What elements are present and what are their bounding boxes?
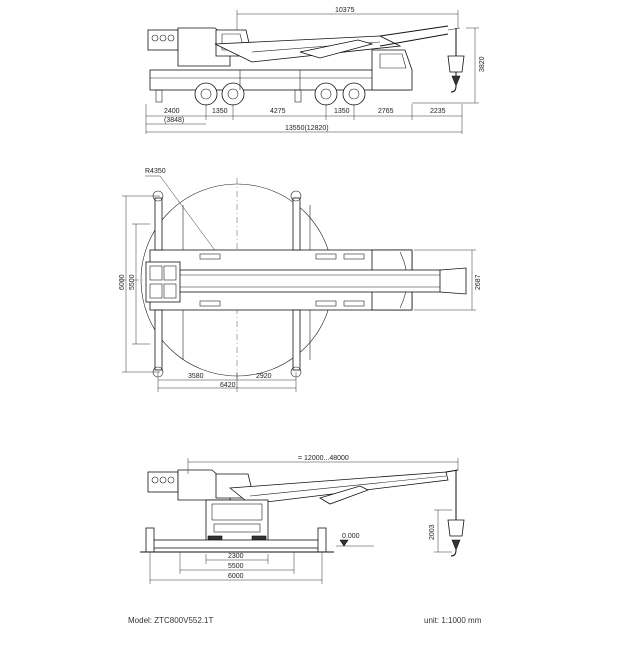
model-label: Model: ZTC800V552.1T (128, 616, 214, 625)
outrigger-jack-rear (155, 89, 163, 103)
front-outrigger-right (317, 527, 327, 553)
plan-boom (149, 269, 463, 293)
front-hook-block (447, 519, 465, 537)
front-dim-hook: 2003 (429, 524, 436, 540)
plan-dim-outer: 6000 (119, 274, 126, 290)
front-boom-lift-cylinder (319, 485, 370, 505)
dim-ticks-row1 (145, 104, 463, 134)
front-boom (228, 471, 449, 505)
front-dim-base-c: 6000 (228, 573, 244, 580)
outrigger-beams (152, 190, 311, 378)
radius-label: R4350 (145, 168, 166, 175)
dim-row1-c: 4275 (270, 108, 286, 115)
plan-boom-head (439, 267, 467, 295)
carrier-cab (371, 49, 413, 91)
dim-row1-a: 2400 (164, 108, 180, 115)
chassis-frame (149, 69, 411, 91)
dim-row1-b: 1350 (212, 108, 228, 115)
front-dim-boom: = 12000...48000 (298, 455, 349, 462)
dim-top-label: 10375 (335, 7, 355, 14)
dim-total-label: 13550(12820) (285, 125, 329, 132)
boom-section (299, 39, 374, 59)
dim-height-label: 3820 (479, 56, 486, 72)
ground-level-label: 0.000 (342, 533, 360, 540)
plan-dim-bottom-total: 6420 (220, 382, 236, 389)
plan-dim-bottom-left: 3580 (188, 373, 204, 380)
plan-view: R4350 (119, 168, 482, 392)
front-view: = 12000...48000 2003 0.000 2300 5500 600… (140, 455, 465, 584)
plan-dim-inner: 5500 (129, 274, 136, 290)
side-view: 10375 3820 2400 1350 4275 1350 2765 2235… (145, 7, 486, 134)
front-dim-base-a: 2300 (228, 553, 244, 560)
hook-block (447, 55, 465, 73)
outrigger-jack-front (294, 89, 302, 103)
front-dim-base-b: 5500 (228, 563, 244, 570)
dim-row1-f: 2235 (430, 108, 446, 115)
unit-label: unit: 1:1000 mm (424, 616, 482, 625)
plan-dim-bottom-right: 2920 (256, 373, 272, 380)
front-outrigger-beam (149, 539, 323, 549)
dim-row1-e: 2765 (378, 108, 394, 115)
dim-row2: (3848) (164, 117, 184, 124)
dim-row1-d: 1350 (334, 108, 350, 115)
plan-superstructure (145, 261, 181, 303)
front-outrigger-left (145, 527, 155, 553)
plan-wheels (199, 253, 365, 307)
plan-dim-right: 2687 (475, 274, 482, 290)
